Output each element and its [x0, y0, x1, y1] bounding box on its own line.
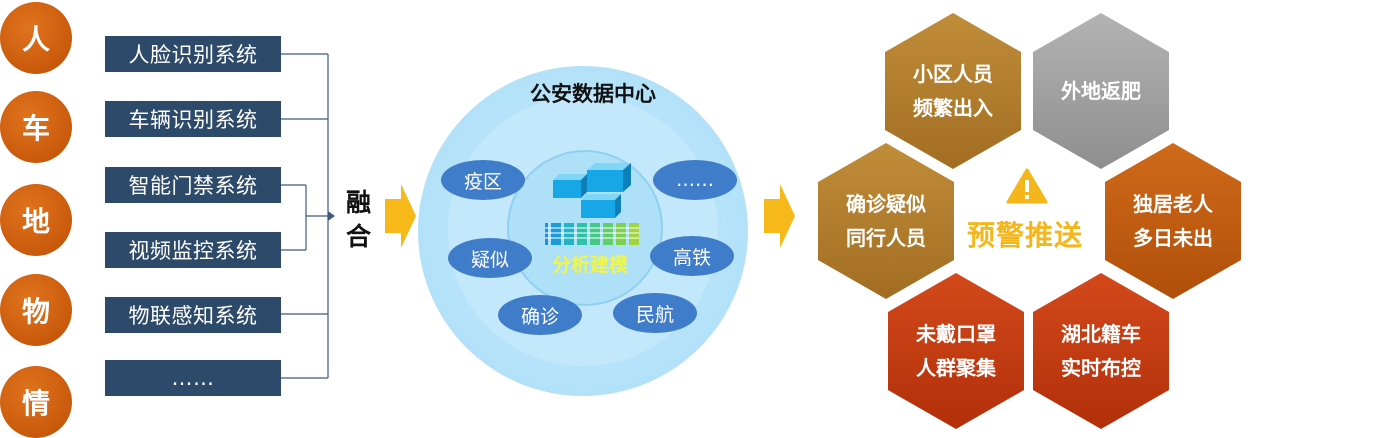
- tag-more: ……: [653, 160, 737, 200]
- merge-arrowhead: [328, 211, 335, 221]
- analysis-modeling-label: 分析建模: [551, 254, 628, 276]
- tag-suspected: 疑似: [448, 238, 532, 278]
- system-access-control: 智能门禁系统: [105, 167, 281, 203]
- alert-push-label: 预警推送: [966, 219, 1083, 252]
- alert-hex-community-access: 小区人员频繁出入: [885, 13, 1021, 169]
- alert-hex-no-mask: 未戴口罩人群聚集: [888, 273, 1024, 429]
- database-cubes-icon: [545, 163, 639, 245]
- tag-confirmed: 确诊: [498, 295, 582, 335]
- system-video-surveillance: 视频监控系统: [105, 232, 281, 268]
- category-person: 人: [0, 2, 72, 74]
- system-iot-sensing: 物联感知系统: [105, 297, 281, 333]
- warning-icon: [1006, 168, 1048, 204]
- category-vehicle: 车: [0, 91, 72, 163]
- tag-civil-aviation: 民航: [613, 293, 697, 333]
- system-vehicle-recognition: 车辆识别系统: [105, 101, 281, 137]
- arrow-to-datacenter: [385, 184, 416, 248]
- system-face-recognition: 人脸识别系统: [105, 36, 281, 72]
- system-more: ……: [105, 360, 281, 396]
- category-object: 物: [0, 274, 72, 346]
- merge-label: 融 合: [346, 188, 372, 251]
- datacenter-title: 公安数据中心: [530, 82, 656, 106]
- data-bars-icon: [545, 223, 639, 245]
- alert-hex-close-contacts: 确诊疑似同行人员: [818, 143, 954, 299]
- category-situation: 情: [0, 366, 72, 438]
- category-place: 地: [0, 184, 72, 256]
- tag-high-speed-rail: 高铁: [650, 236, 734, 276]
- arrow-to-alerts: [764, 184, 795, 248]
- tag-epidemic-area: 疫区: [441, 160, 525, 200]
